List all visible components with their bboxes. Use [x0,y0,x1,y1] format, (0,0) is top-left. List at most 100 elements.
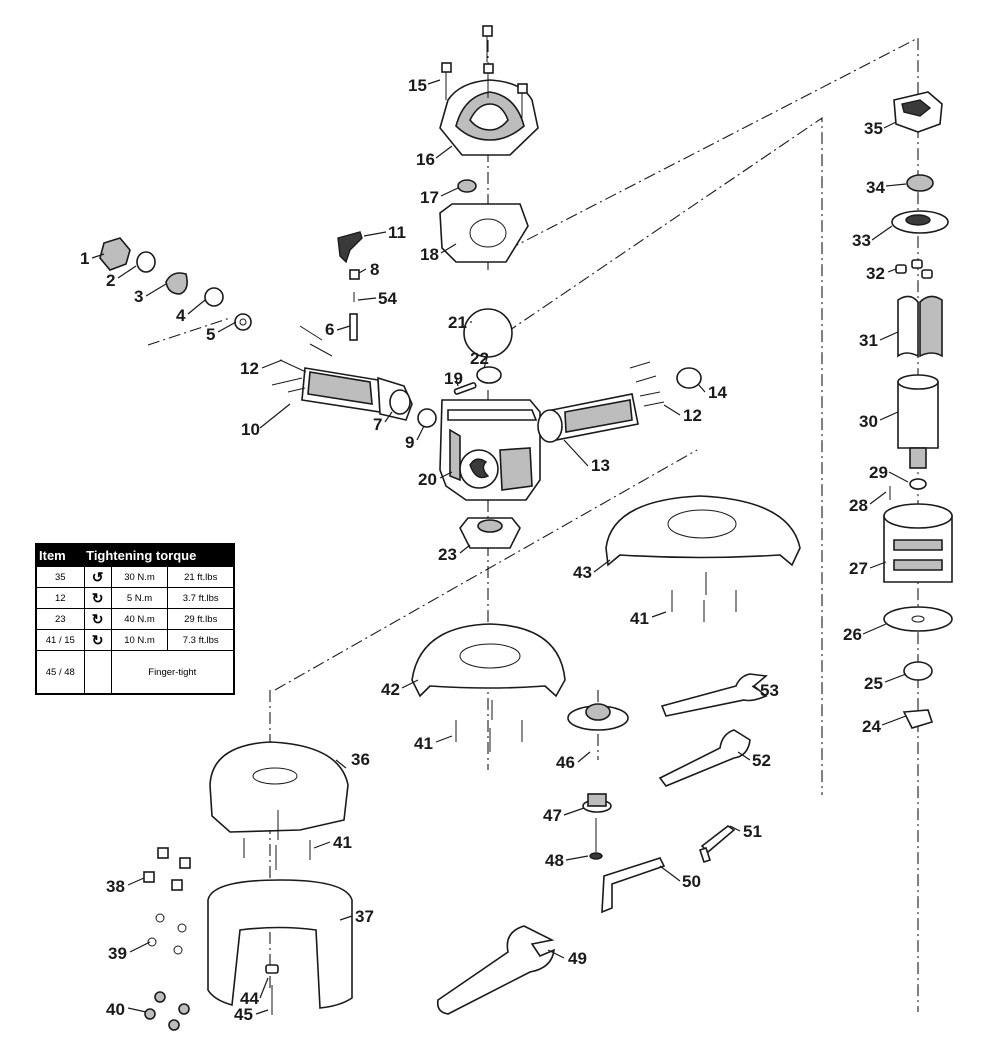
callout-41b: 41 [414,734,433,753]
torque-item: 45 / 48 [35,650,85,695]
callout-25: 25 [864,674,883,693]
torque-row: 41 / 15 ↻ 10 N.m 7.3 ft.lbs [35,629,235,651]
callout-16: 16 [416,150,435,169]
callout-52: 52 [752,751,771,770]
callout-41c: 41 [333,833,352,852]
nut-23 [459,517,521,549]
callout-33: 33 [852,231,871,250]
rotation-cw-icon: ↻ [83,608,112,630]
callout-1: 1 [80,249,89,268]
cover-screws [441,25,528,118]
motor-column [883,91,953,729]
callout-20: 20 [418,470,437,489]
inlet-parts [99,237,252,331]
rotation-cw-icon: ↻ [83,587,112,609]
guard-43 [605,495,801,567]
torque-item: 35 [35,566,85,588]
left-handle [271,325,413,421]
torque-ftlbs: 7.3 ft.lbs [167,629,235,651]
torque-ftlbs: 3.7 ft.lbs [167,587,235,609]
wrenches [436,673,768,1015]
finger-tight-note: Finger-tight [110,650,235,695]
torque-nm: 5 N.m [110,587,169,609]
empty-cell [83,650,112,695]
gasket-18 [439,203,529,263]
callout-46: 46 [556,753,575,772]
rotation-ccw-icon: ↺ [83,566,112,588]
bearing-22 [476,366,502,384]
callout-19: 19 [444,369,463,388]
callout-37: 37 [355,907,374,926]
callout-51: 51 [743,822,762,841]
guard-ring-37 [207,879,353,1009]
callout-28: 28 [849,496,868,515]
callout-22: 22 [470,349,489,368]
callout-12a: 12 [240,359,259,378]
callout-49: 49 [568,949,587,968]
o-ring-9 [417,408,437,428]
callout-34: 34 [866,178,885,197]
fasteners-38-40-44-45 [143,572,737,1031]
torque-item: 23 [35,608,85,630]
assembly-center-lines [147,37,919,1012]
torque-nm: 30 N.m [110,566,169,588]
callout-15: 15 [408,76,427,95]
callout-21: 21 [448,313,467,332]
callout-5: 5 [206,325,215,344]
callout-24: 24 [862,717,881,736]
callout-23: 23 [438,545,457,564]
torque-item: 12 [35,587,85,609]
callout-29: 29 [869,463,888,482]
callout-36: 36 [351,750,370,769]
torque-ftlbs: 29 ft.lbs [167,608,235,630]
callout-50: 50 [682,872,701,891]
plug-8 [349,269,360,280]
callout-35: 35 [864,119,883,138]
callout-26: 26 [843,625,862,644]
torque-table-header: Item Tightening torque [36,544,234,567]
callout-30: 30 [859,412,878,431]
torque-row: 23 ↻ 40 N.m 29 ft.lbs [35,608,235,630]
torque-ftlbs: 21 ft.lbs [167,566,235,588]
callout-2: 2 [106,271,115,290]
callout-4: 4 [176,306,186,325]
torque-row: 12 ↻ 5 N.m 3.7 ft.lbs [35,587,235,609]
callout-44: 44 [240,989,259,1008]
pin-6 [349,313,358,341]
item-header: Item [36,544,85,567]
callout-3: 3 [134,287,143,306]
tightening-torque-table: Item Tightening torque 35 ↺ 30 N.m 21 ft… [35,543,235,695]
callout-38: 38 [106,877,125,896]
callout-54: 54 [378,289,397,308]
callout-17: 17 [420,188,439,207]
spring-17 [457,179,477,193]
key-19 [453,382,477,395]
cap-14 [676,367,702,389]
callout-12b: 12 [683,406,702,425]
callout-47: 47 [543,806,562,825]
callout-7: 7 [373,415,382,434]
torque-nm: 40 N.m [110,608,169,630]
callout-9: 9 [405,433,414,452]
guard-42 [411,623,566,698]
callout-6: 6 [325,320,334,339]
callout-32: 32 [866,264,885,283]
callout-27: 27 [849,559,868,578]
callout-14: 14 [708,383,727,402]
right-handle [537,361,702,443]
o-ring-21 [463,308,513,358]
callout-40: 40 [106,1000,125,1019]
callout-8: 8 [370,260,379,279]
callout-18: 18 [420,245,439,264]
top-cover [439,79,539,156]
callout-10: 10 [241,420,260,439]
callout-41a: 41 [630,609,649,628]
torque-row-finger: 45 / 48 Finger-tight [35,650,235,695]
lever-11 [337,231,363,264]
rotation-cw-icon: ↻ [83,629,112,651]
callout-13: 13 [591,456,610,475]
callout-42: 42 [381,680,400,699]
callout-11: 11 [388,223,406,242]
callout-45: 45 [234,1005,253,1024]
